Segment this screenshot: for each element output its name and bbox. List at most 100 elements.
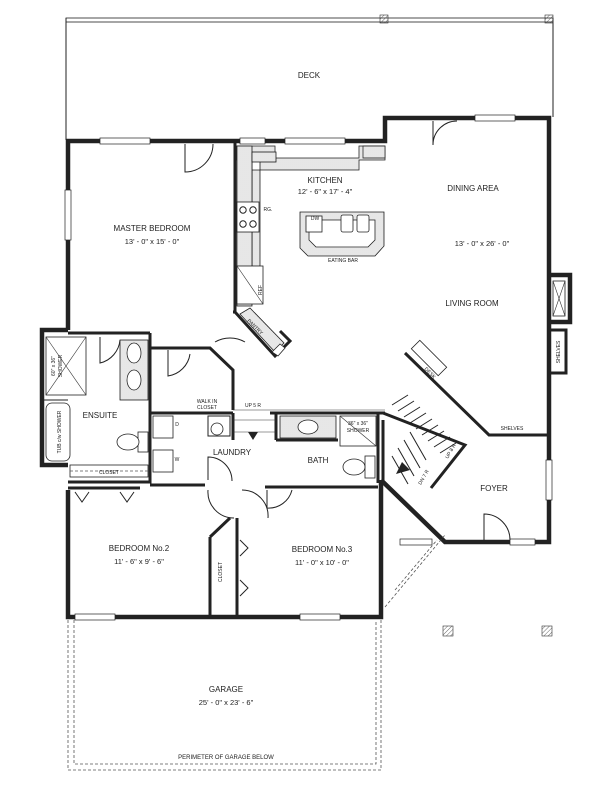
bath-label: BATH: [308, 456, 329, 465]
stair-north-wall: [403, 351, 549, 437]
ensuite-east-wall: [68, 333, 152, 484]
exterior-wall-north: [65, 115, 552, 445]
window: [284, 137, 346, 145]
water-heater-icon: [210, 422, 224, 436]
laundry-door-swing: [207, 456, 233, 482]
desk: [410, 339, 448, 377]
deck-door-swing: [432, 120, 458, 146]
bath-door-swing: [266, 489, 293, 509]
garage-outline: [67, 620, 382, 771]
sink-icon: [356, 214, 370, 233]
front-door-swing: [483, 513, 511, 541]
stair-wall: [382, 411, 468, 489]
bathtub-icon: [45, 402, 71, 462]
ensuite-closet-label: CLOSET: [99, 470, 119, 476]
closet-door-swing: [167, 350, 191, 377]
bed3-closet-label: CLOSET: [218, 562, 224, 582]
kitchen-west-wall: [233, 141, 237, 314]
stairs: [233, 339, 457, 485]
fireplace: [549, 272, 573, 325]
eating-bar-label: EATING BAR: [328, 258, 358, 264]
laundry-label: LAUNDRY: [213, 448, 252, 457]
up-5r-label: UP 5 R: [245, 403, 261, 409]
walkin-label-2: CLOSET: [197, 405, 217, 411]
shower-size-label: 60" x 36": [51, 356, 57, 376]
post-icon: [541, 625, 553, 637]
dining-dimensions: 13' - 0" x 26' - 0": [455, 239, 510, 248]
room-labels: DECK KITCHEN 12' - 6" x 17' - 4" DINING …: [83, 71, 510, 707]
bed3-door-swing: [241, 489, 269, 519]
master-door-swing: [184, 143, 214, 173]
range-label: RG.: [264, 207, 273, 213]
sink-icon: [340, 214, 354, 233]
dryer-icon: [152, 415, 174, 439]
window: [545, 459, 553, 501]
interior-walls: [68, 141, 549, 617]
ensuite-bump-wall: [39, 327, 68, 468]
shelves-label: SHELVES: [501, 426, 524, 432]
windows: [64, 114, 553, 621]
bedroom3-dimensions: 11' - 0" x 10' - 0": [295, 558, 349, 567]
toilet-icon: [342, 458, 366, 476]
ensuite-door-swing: [99, 337, 121, 364]
ref-label: REF: [258, 285, 264, 295]
walkin-door-swing: [214, 337, 246, 343]
fireplace-bump: [549, 272, 573, 325]
dishwasher-icon: [305, 215, 323, 233]
master-label: MASTER BEDROOM: [114, 224, 191, 233]
toilet-tank: [137, 431, 149, 453]
bedroom2-label: BEDROOM No.2: [109, 544, 170, 553]
foyer-label: FOYER: [480, 484, 508, 493]
window: [99, 137, 151, 145]
sink-icon: [126, 369, 142, 391]
kitchen-label: KITCHEN: [307, 176, 342, 185]
bedroom2-dimensions: 11' - 6" x 9' - 6": [114, 557, 164, 566]
toilet-icon: [116, 433, 140, 451]
exterior-wall-bedrooms: [65, 480, 384, 620]
washer-icon: [152, 449, 174, 473]
bed2-door-swing: [207, 489, 235, 519]
range-icon: [236, 201, 260, 233]
kitchen-dimensions: 12' - 6" x 17' - 4": [298, 187, 353, 196]
deck-post-icon: [379, 14, 389, 24]
sink-icon: [126, 342, 142, 364]
living-label: LIVING ROOM: [445, 299, 499, 308]
ensuite-label: ENSUITE: [83, 411, 118, 420]
shelves-foyer-label: SHELVES: [556, 340, 562, 363]
kitchen-fixtures: [236, 145, 386, 357]
main-stair: [391, 394, 457, 485]
deck-label: DECK: [298, 71, 321, 80]
garage-label: GARAGE: [209, 685, 243, 694]
window: [399, 538, 433, 546]
garage-dimensions: 25' - 0" x 23' - 6": [199, 698, 254, 707]
post-icon: [442, 625, 454, 637]
bath-shower-label: SHOWER: [347, 428, 370, 434]
ensuite-bumpout: [39, 327, 68, 468]
sink-icon: [297, 419, 319, 435]
bedroom3-label: BEDROOM No.3: [292, 545, 353, 554]
arrow-icon: [396, 462, 410, 474]
bath-fixtures: [279, 415, 377, 479]
dn-7r-label: DN 7 R: [417, 469, 431, 487]
closet-wall: [150, 346, 235, 410]
ensuite-fixtures: [45, 336, 149, 478]
dryer-label: D: [175, 422, 179, 428]
window: [299, 613, 341, 621]
deck: [65, 14, 554, 140]
window: [64, 189, 72, 241]
dw-label: DW: [311, 216, 320, 222]
window: [239, 137, 266, 145]
toilet-tank: [364, 455, 376, 479]
washer-label: W: [175, 457, 180, 463]
master-dimensions: 13' - 0" x 15' - 0": [125, 237, 180, 246]
shelves-bump: [549, 328, 568, 375]
perimeter-label: PERIMETER OF GARAGE BELOW: [178, 755, 274, 761]
garage-perimeter: [67, 620, 382, 771]
living-shelves: [549, 328, 568, 375]
window: [509, 538, 536, 546]
deck-top-rail: [65, 17, 554, 23]
shower-label: SHOWER: [58, 354, 64, 377]
window: [474, 114, 516, 122]
dining-label: DINING AREA: [447, 184, 499, 193]
